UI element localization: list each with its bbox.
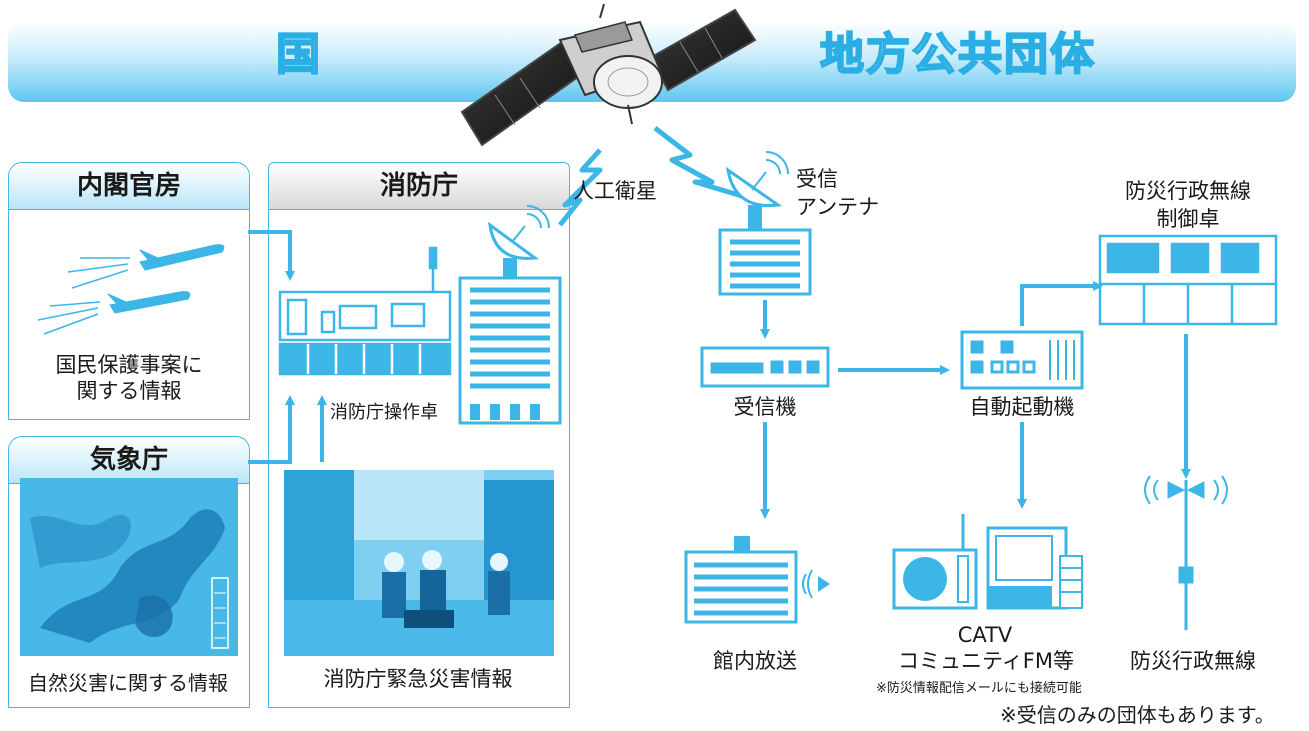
- satellite-icon: [460, 3, 757, 147]
- jma-caption: 自然災害に関する情報: [28, 671, 228, 695]
- radio-tv-icon: [892, 514, 1083, 610]
- note-mail: ※防災情報配信メールにも接続可能: [876, 681, 1082, 696]
- fdma-caption: 消防庁緊急災害情報: [323, 667, 513, 691]
- auto-starter-icon: [960, 330, 1084, 390]
- downlink-bolt: [653, 126, 743, 199]
- cabinet-panel: 内閣官房: [8, 162, 250, 420]
- auto-starter-label: 自動起動機: [969, 395, 1075, 419]
- note-receive-only: ※受信のみの団体もあります。: [1000, 703, 1275, 727]
- fdma-console-label: 消防庁操作卓: [330, 402, 438, 423]
- banner-national: 国: [275, 29, 322, 81]
- satellite-label: 人工衛星: [573, 179, 657, 203]
- control-desk-label-1: 防災行政無線: [1125, 179, 1251, 203]
- fdma-console-icon: [278, 246, 452, 376]
- cabinet-caption-1: 国民保護事案に: [55, 353, 203, 377]
- outdoor-speaker-icon: [1144, 475, 1228, 630]
- control-desk-icon: [1098, 234, 1278, 326]
- receiving-antenna-icon: [718, 151, 812, 296]
- receiver-icon: [700, 346, 830, 388]
- catv-label-2: コミュニティFM等: [898, 649, 1074, 673]
- fdma-title: 消防庁: [269, 163, 569, 210]
- cabinet-title: 内閣官房: [9, 163, 249, 210]
- antenna-label-1: 受信: [796, 167, 838, 191]
- banner-local-government: 地方公共団体: [819, 29, 1096, 81]
- weather-satellite-image: [20, 478, 238, 656]
- cloud-pattern-icon: [20, 478, 238, 656]
- antenna-label-2: アンテナ: [796, 195, 880, 219]
- arrow-cabinet-to-console: [248, 230, 295, 281]
- arrow-autostarter-to-control: [1020, 281, 1103, 326]
- disaster-radio-label: 防災行政無線: [1130, 649, 1256, 673]
- uplink-bolt: [558, 148, 603, 227]
- arrow-jma-to-console: [248, 395, 295, 464]
- jma-title: 気象庁: [9, 437, 249, 484]
- control-desk-label-2: 制御卓: [1156, 207, 1220, 231]
- broadcast-label: 館内放送: [713, 649, 797, 673]
- broadcast-building-icon: [684, 536, 830, 624]
- receiver-label: 受信機: [733, 395, 797, 419]
- catv-label-1: CATV: [957, 623, 1013, 647]
- rescue-scene-icon: [284, 470, 554, 656]
- disaster-scene-photo: [284, 470, 554, 656]
- missile-icon: [37, 244, 225, 335]
- fdma-building-icon: [458, 205, 562, 425]
- cabinet-caption-2: 関する情報: [76, 379, 182, 403]
